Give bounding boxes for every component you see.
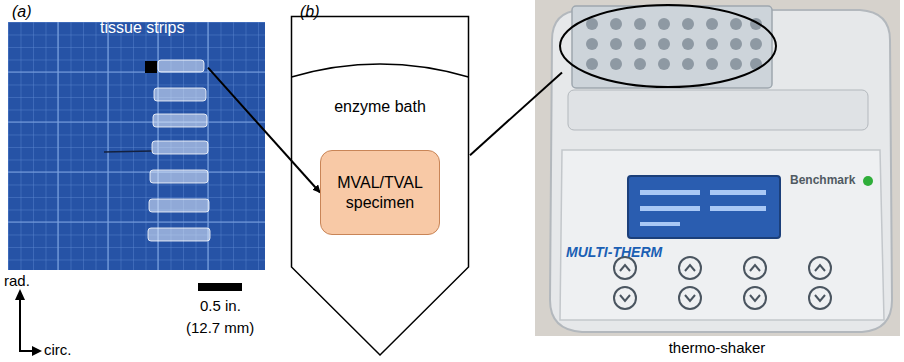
photo-label: tissue strips xyxy=(100,18,184,37)
brand-logo: MULTI-THERM xyxy=(566,244,662,261)
panel-letter: (b) xyxy=(300,2,320,21)
brand-name: Benchmark xyxy=(790,173,855,187)
tube-outline-path xyxy=(292,17,469,356)
marker-square xyxy=(145,61,157,73)
photo-callout: tissue strips xyxy=(100,18,208,72)
connector-arrow xyxy=(208,68,320,193)
tube-outline: enzyme bathMVAL/TVAL specimen xyxy=(290,15,470,357)
lcd-display xyxy=(628,176,780,238)
cutting-mat xyxy=(8,22,265,270)
thermo-shaker-photo xyxy=(535,0,900,336)
power-led xyxy=(863,176,873,186)
tissue-photo xyxy=(8,22,265,270)
scale-label: 0.5 in. xyxy=(200,297,241,315)
scale-label: (12.7 mm) xyxy=(186,319,254,337)
panel-letter: (a) xyxy=(12,2,32,21)
mat-grid-major xyxy=(8,22,265,270)
mat-mark xyxy=(104,151,152,152)
axis-label: rad. xyxy=(4,272,30,290)
axis-label: circ. xyxy=(44,341,72,359)
meniscus-line xyxy=(292,64,469,77)
tube-holes xyxy=(586,18,762,70)
orientation-axes xyxy=(15,289,42,356)
photo-background xyxy=(535,0,900,336)
scale-bar xyxy=(198,283,242,291)
front-panel xyxy=(560,150,884,320)
connector-line xyxy=(470,72,562,155)
highlight-ellipse xyxy=(560,5,776,87)
specimen-box: MVAL/TVAL specimen xyxy=(320,150,440,235)
node-label: MVAL/TVAL specimen xyxy=(327,173,433,211)
node-label: enzyme bath xyxy=(290,97,470,116)
caption-label: thermo-shaker xyxy=(562,339,872,357)
lcd-readout xyxy=(640,190,766,226)
tissue-strips xyxy=(148,60,210,241)
mat-grid xyxy=(8,22,265,270)
control-buttons xyxy=(614,257,831,309)
lid-base xyxy=(568,90,868,130)
